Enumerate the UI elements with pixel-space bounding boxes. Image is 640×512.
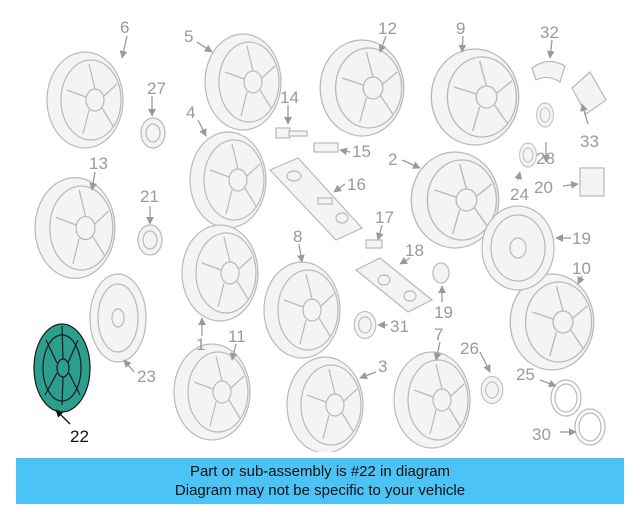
emblem-24: [536, 102, 554, 128]
callout-10: 10: [572, 259, 591, 278]
emblem-28: [519, 142, 537, 168]
label-20: [579, 167, 605, 197]
callout-19-label: 19: [434, 303, 453, 322]
callout-8: 8: [293, 227, 302, 246]
callout-27: 27: [147, 79, 166, 98]
bolt-17: [365, 239, 383, 249]
callout-13: 13: [89, 154, 108, 173]
wheel-9: [430, 48, 520, 146]
wheel-8: [263, 261, 341, 359]
ring-25: [550, 379, 582, 417]
callout-2: 2: [388, 150, 397, 169]
bolt-14: [275, 127, 308, 139]
wheel-7: [393, 351, 471, 449]
callout-22: 22: [70, 427, 89, 446]
cap-26: [480, 375, 504, 405]
wheel-4: [189, 131, 267, 229]
badge-32: [531, 60, 566, 83]
strip-33: [571, 71, 607, 115]
callout-20: 20: [534, 178, 553, 197]
callout-29: 30: [532, 425, 551, 444]
banner-line-1: Part or sub-assembly is #22 in diagram: [189, 463, 451, 480]
callout-16: 16: [347, 175, 366, 194]
wheel-cover-21: [481, 205, 555, 291]
info-banner: Part or sub-assembly is #22 in diagram D…: [16, 458, 624, 504]
callout-21: 19: [572, 229, 591, 248]
callout-7: 7: [434, 325, 443, 344]
callout-26: 26: [460, 339, 479, 358]
parts-diagram: 6 5 12 9 32 27 4 14 33 28 15 13 2 16 24 …: [33, 18, 607, 452]
callout-3: 3: [378, 357, 387, 376]
cap-31: [137, 224, 163, 256]
banner-line-2: Diagram may not be specific to your vehi…: [174, 482, 466, 499]
callout-32: 32: [540, 23, 559, 42]
callout-4: 4: [186, 103, 195, 122]
wheel-6: [46, 51, 124, 149]
wheel-3: [286, 356, 364, 452]
ring-29: [574, 408, 606, 446]
wheel-cover-23: [89, 273, 147, 363]
callout-31: 21: [140, 187, 159, 206]
callout-28: 28: [536, 149, 555, 168]
callout-9: 9: [456, 19, 465, 38]
callout-15: 15: [352, 142, 371, 161]
wheel-1: [181, 224, 259, 322]
callout-17: 17: [375, 208, 394, 227]
callout-11: 11: [228, 327, 246, 346]
wheel-12: [319, 39, 405, 137]
callout-5: 5: [184, 27, 193, 46]
wheel-cover-22-highlighted[interactable]: [33, 323, 91, 413]
callout-labels: 6 5 12 9 32 27 4 14 33 28 15 13 2 16 24 …: [70, 18, 599, 446]
sensor-kit-16: [268, 157, 363, 241]
cap-27: [140, 117, 166, 149]
callout-24: 24: [510, 185, 529, 204]
callout-30: 31: [390, 317, 409, 336]
callout-18: 18: [405, 241, 424, 260]
valve-15: [313, 142, 339, 153]
callout-23: 23: [137, 367, 156, 386]
callout-6: 6: [120, 18, 129, 37]
callout-33: 33: [580, 132, 599, 151]
callout-12: 12: [378, 19, 397, 38]
callout-25: 25: [516, 365, 535, 384]
wheel-11: [173, 343, 251, 441]
leader-lines: [55, 35, 589, 436]
callout-14: 14: [280, 88, 299, 107]
wheel-5: [204, 33, 282, 131]
cap-30: [353, 310, 377, 340]
wheel-13: [34, 176, 116, 280]
callout-1: 1: [196, 335, 205, 354]
nut-19: [432, 262, 450, 284]
lock-kit-18: [354, 257, 434, 313]
